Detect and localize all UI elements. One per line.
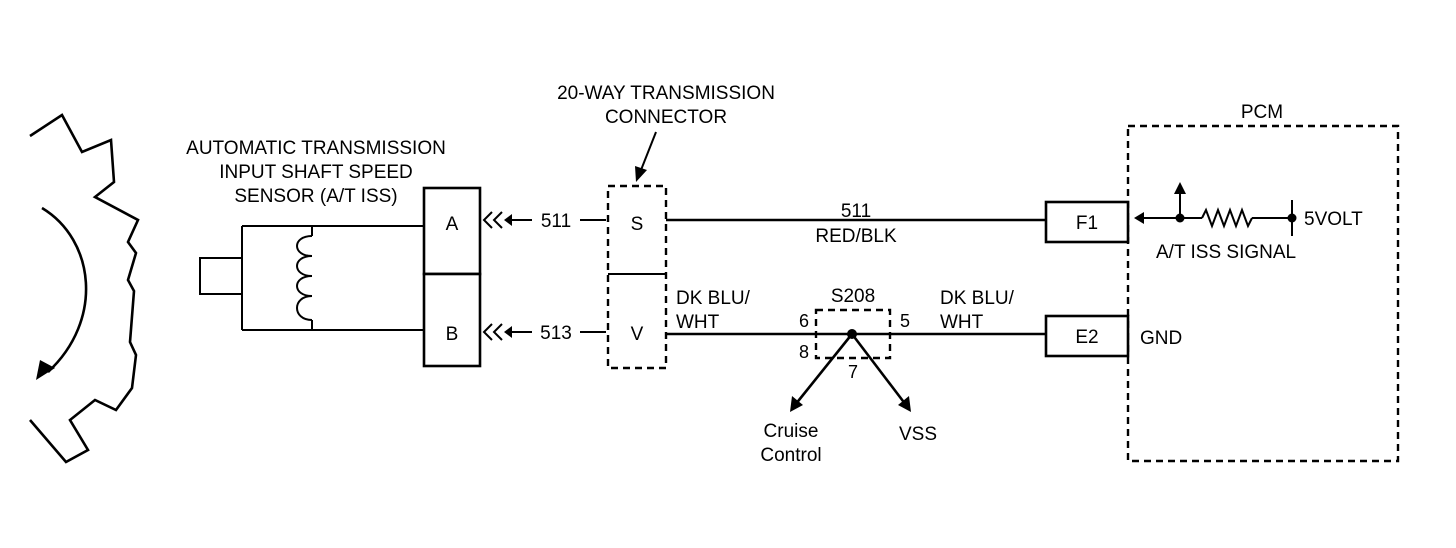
sensor-title-line-1: AUTOMATIC TRANSMISSION (186, 138, 446, 159)
cruise-branch-wire (793, 333, 854, 406)
wire-right-color-line-1: DK BLU/ (940, 288, 1015, 309)
sensor-title-line-2: INPUT SHAFT SPEED (219, 162, 413, 183)
sensor-pin-a-box (422, 186, 482, 276)
wire-511-label: 511 (541, 211, 571, 232)
connector-callout-arrow (640, 131, 657, 171)
pcm-supply-label: 5VOLT (1304, 209, 1363, 230)
connector-title-line-2: CONNECTOR (605, 107, 727, 128)
wire-left-color-line-1: DK BLU/ (676, 288, 751, 309)
pcm-signal-circuit (1134, 182, 1297, 236)
wire-top-color: RED/BLK (815, 226, 897, 247)
vss-branch-wire (850, 333, 908, 406)
reluctor-gear (29, 113, 140, 464)
cruise-label-line-2: Control (760, 445, 821, 466)
wire-511-sensor (482, 211, 606, 229)
pcm-pin-e2: E2 (1075, 327, 1098, 348)
transmission-connector (606, 184, 668, 370)
pcm-ground-label: GND (1140, 328, 1182, 349)
cruise-branch-arrowhead (790, 396, 803, 412)
resistor-icon (1201, 207, 1253, 229)
wire-top-circuit: 511 (841, 201, 871, 222)
sensor-pin-b-box (422, 272, 482, 368)
pcm-box (1126, 124, 1400, 463)
splice-pin-7: 7 (848, 362, 858, 382)
cruise-label-line-1: Cruise (764, 421, 819, 442)
vss-branch-arrowhead (898, 396, 911, 412)
connector-callout-arrowhead (635, 166, 647, 182)
coil-icon (296, 235, 313, 321)
sensor-body (199, 225, 426, 331)
splice-s208-box (814, 308, 892, 360)
pcm-pin-f1: F1 (1076, 213, 1098, 234)
sensor-pin-b: B (446, 324, 459, 345)
splice-name: S208 (831, 286, 875, 307)
gear-rotation-arrowhead (36, 360, 55, 380)
splice-pin-8: 8 (799, 342, 809, 362)
pcm-pin-f1-box (1044, 200, 1130, 244)
wire-513-label: 513 (540, 323, 572, 344)
wire-left-color-line-2: WHT (676, 312, 720, 333)
connector-pin-s: S (631, 214, 644, 235)
connector-pin-v: V (631, 324, 644, 345)
wire-513-sensor (482, 323, 606, 341)
pcm-signal-label: A/T ISS SIGNAL (1156, 242, 1296, 263)
splice-pin-5: 5 (900, 311, 910, 331)
pcm-title: PCM (1241, 102, 1283, 123)
sensor-title-line-3: SENSOR (A/T ISS) (234, 186, 397, 207)
gear-rotation-arc (41, 206, 88, 373)
connector-title-line-1: 20-WAY TRANSMISSION (557, 83, 775, 104)
wire-right-color-line-2: WHT (940, 312, 984, 333)
sensor-pin-a: A (446, 214, 459, 235)
pcm-pin-e2-box (1044, 314, 1130, 358)
splice-pin-6: 6 (799, 311, 809, 331)
vss-label: VSS (899, 424, 937, 445)
